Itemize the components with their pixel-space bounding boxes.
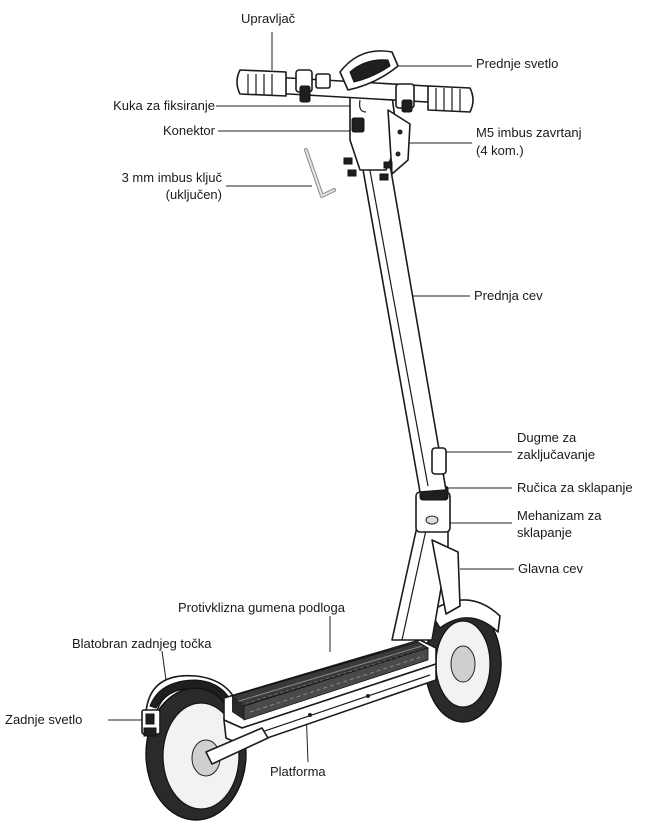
m5-screws: [343, 157, 393, 181]
label-rear-light: Zadnje svetlo: [5, 712, 83, 727]
rear-arm: [205, 727, 269, 765]
label-m5-screw-2: (4 kom.): [476, 143, 524, 158]
fixing-hook: [359, 99, 367, 113]
front-light: [339, 50, 399, 91]
leader-rear-fender: [161, 650, 167, 681]
label-connector: Konektor: [162, 123, 215, 138]
label-hex-key-1: 3 mm imbus ključ: [121, 170, 222, 185]
handlebar: [236, 69, 474, 113]
label-folding-mech-2: sklapanje: [517, 525, 572, 540]
label-folding-mech-1: Mehanizam za: [517, 508, 602, 523]
label-front-light: Prednje svetlo: [476, 56, 559, 71]
label-anti-slip-mat: Protivklizna gumena podloga: [178, 600, 345, 615]
rear-light: [141, 709, 161, 737]
anti-slip-mat: [230, 641, 430, 721]
label-lock-button-1: Dugme za: [517, 430, 577, 445]
label-m5-screw-1: M5 imbus zavrtanj: [476, 125, 582, 140]
hex-key: [304, 148, 336, 198]
label-platform: Platforma: [270, 764, 326, 779]
main-tube: [391, 521, 461, 641]
label-lock-button-2: zaključavanje: [517, 447, 596, 462]
lock-button: [431, 447, 447, 475]
stem-head: [343, 95, 411, 181]
folding-mechanism: [415, 485, 451, 533]
label-front-tube: Prednja cev: [474, 288, 543, 303]
label-fixing-hook: Kuka za fiksiranje: [113, 98, 215, 113]
label-rear-fender: Blatobran zadnjeg točka: [72, 636, 212, 651]
connector: [351, 117, 365, 133]
front-tube: [355, 129, 447, 493]
label-folding-lever: Ručica za sklapanje: [517, 480, 633, 495]
label-main-tube: Glavna cev: [518, 561, 584, 576]
label-hex-key-2: (uključen): [165, 187, 222, 202]
leader-lines: [108, 32, 514, 763]
label-handlebar: Upravljač: [241, 11, 296, 26]
